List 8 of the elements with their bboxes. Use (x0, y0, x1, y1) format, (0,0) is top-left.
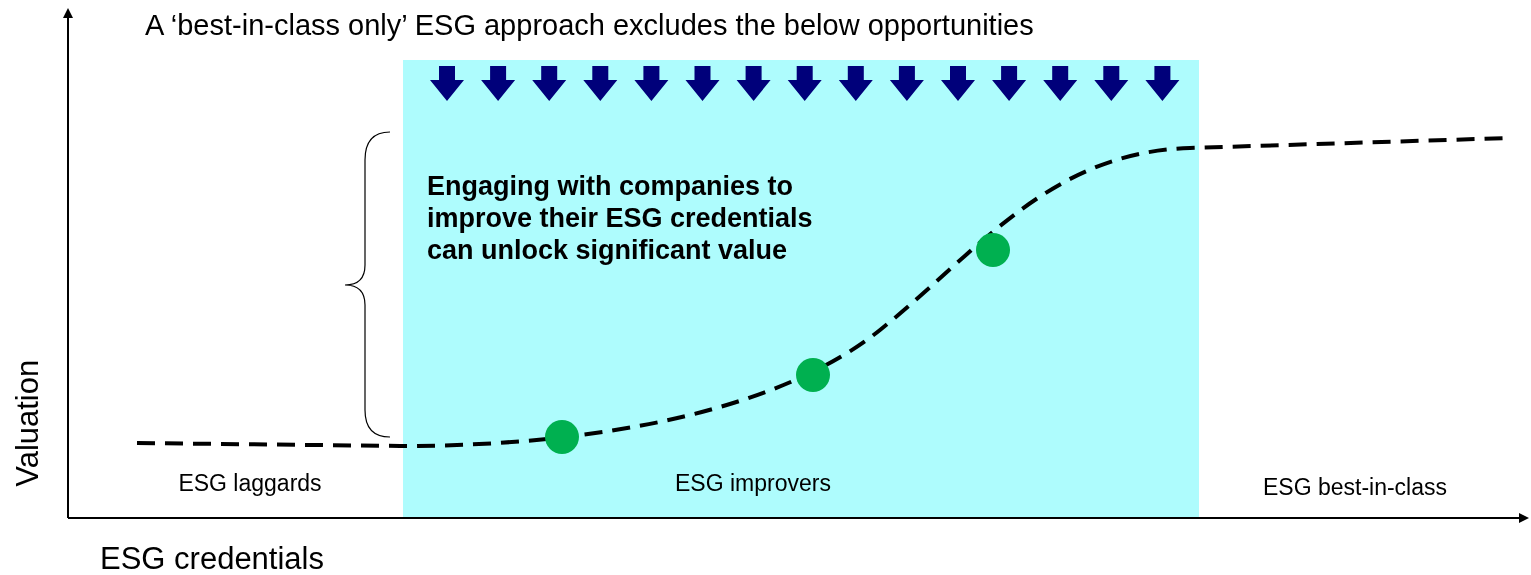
callout-text: Engaging with companies to improve their ESG credentials can unlock significant value (427, 170, 814, 266)
axis-label: ESG credentials (100, 540, 325, 575)
segment-label: ESG laggards (177, 469, 323, 498)
segment-label: ESG improvers (674, 469, 832, 498)
chart-title: A ‘best-in-class only’ ESG approach excludes the below opportunities (145, 8, 1034, 43)
segment-label: ESG best-in-class (1261, 473, 1449, 502)
axis-label: Valuation (8, 358, 46, 489)
highlight-band (403, 60, 1199, 517)
